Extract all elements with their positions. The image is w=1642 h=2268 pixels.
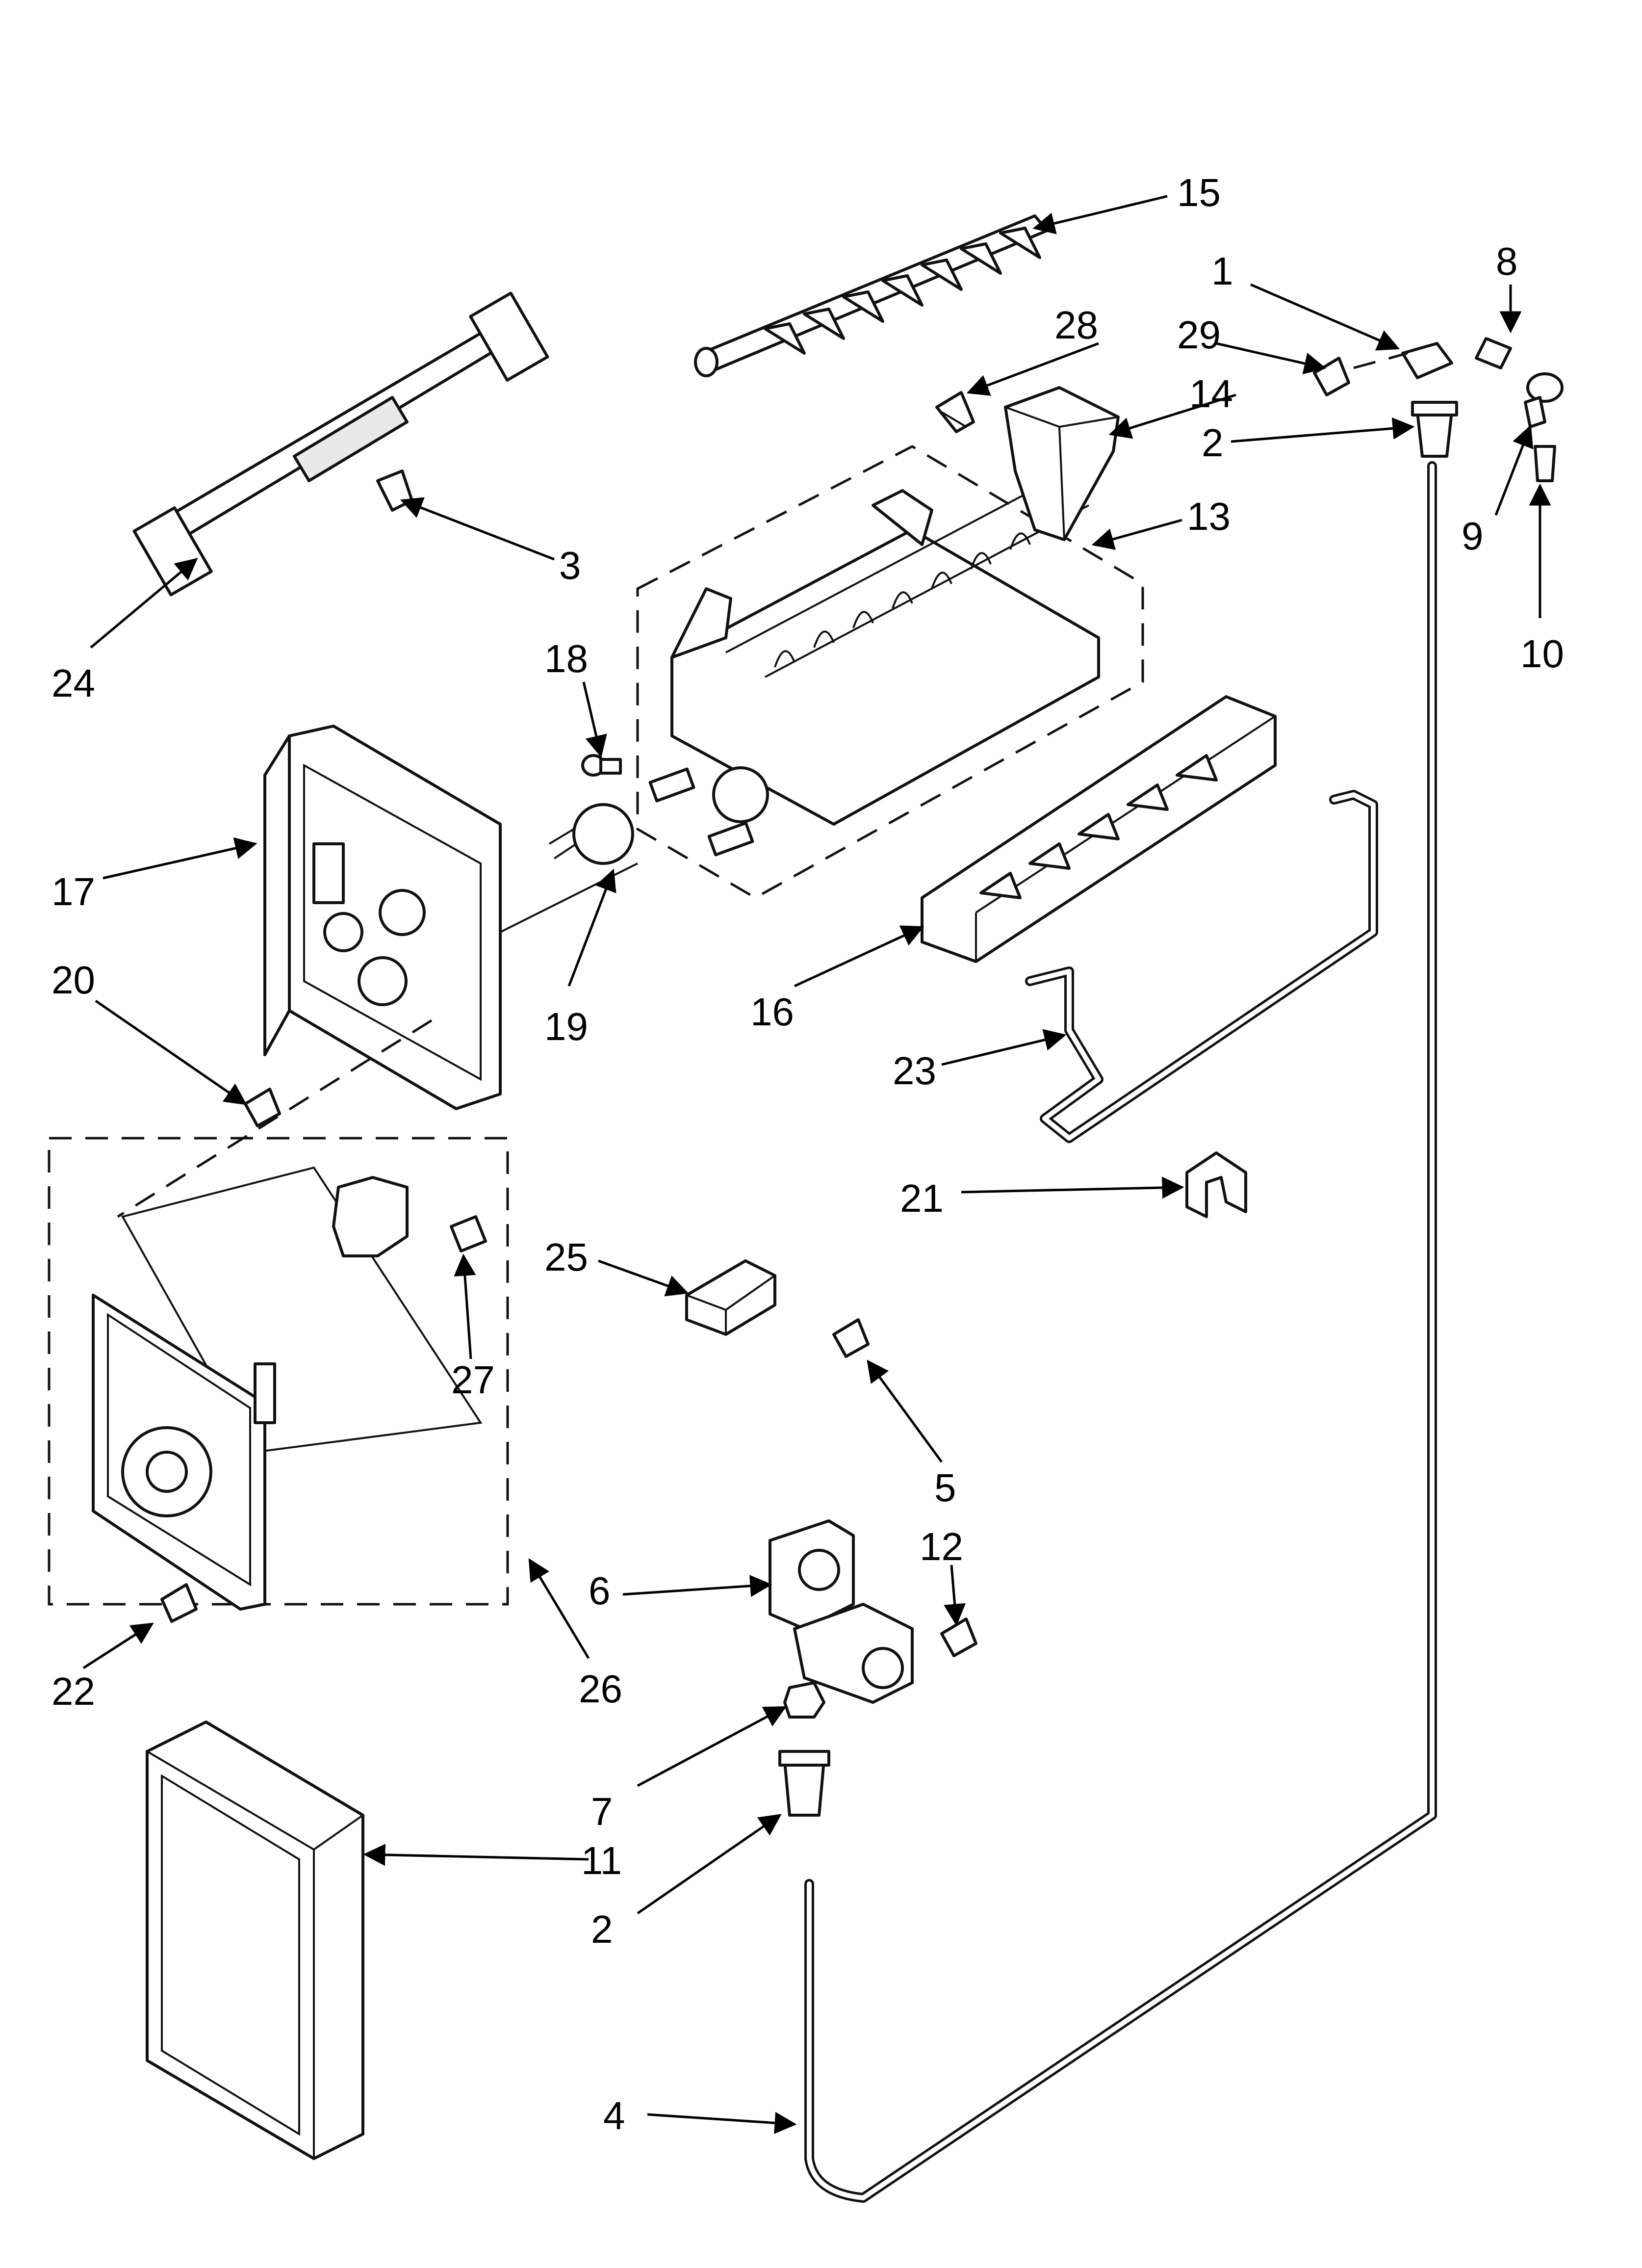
leader-lines	[82, 195, 1551, 2134]
screw-29-part	[1313, 357, 1350, 396]
clip-21-part	[1185, 1151, 1247, 1218]
callout-5: 5	[934, 1466, 956, 1510]
callout-18: 18	[544, 637, 588, 680]
callout-16: 16	[750, 990, 794, 1034]
callout-20: 20	[51, 958, 95, 1002]
screw-10-part	[1534, 445, 1556, 482]
callout-27: 27	[451, 1358, 495, 1402]
callout-12: 12	[920, 1525, 963, 1568]
motor-part	[548, 803, 634, 865]
callout-21: 21	[900, 1176, 944, 1220]
cover-part	[146, 1721, 364, 2160]
dashed-link-29	[1353, 352, 1408, 369]
callout-14: 14	[1189, 372, 1233, 416]
callout-25: 25	[544, 1235, 588, 1279]
assembly-line	[500, 862, 638, 933]
screw-12-part	[940, 1617, 977, 1657]
callout-15: 15	[1177, 171, 1221, 214]
callout-1: 1	[1211, 249, 1233, 293]
screw-27-part	[450, 1215, 487, 1252]
bracket-part	[685, 1259, 776, 1336]
harness-clip-part	[376, 469, 413, 512]
callout-24: 24	[51, 661, 95, 705]
callout-7: 7	[591, 1790, 613, 1833]
water-valve-part	[769, 1519, 914, 1704]
callout-8: 8	[1496, 239, 1518, 283]
callout-10: 10	[1520, 632, 1564, 676]
ferrule-upper-part	[1411, 401, 1458, 458]
fill-cup-part	[1004, 386, 1120, 541]
dashed-link	[117, 1019, 433, 1218]
callout-2-upper: 2	[1202, 421, 1224, 465]
control-module-kit-part	[48, 1137, 509, 1611]
callout-28: 28	[1054, 303, 1098, 347]
callout-6: 6	[589, 1569, 611, 1613]
clamp-1-part	[1401, 342, 1453, 379]
wire-harness-part	[132, 291, 549, 597]
nut-part	[783, 1681, 825, 1719]
callout-2-lower: 2	[591, 1907, 613, 1951]
callout-13: 13	[1187, 495, 1231, 538]
callout-labels: 15 1 8 28 29 14 2 9 10 3 13 24 18 17 19 …	[51, 171, 1564, 2138]
callout-23: 23	[893, 1049, 936, 1093]
bushing-part	[581, 754, 622, 777]
callout-3: 3	[559, 544, 581, 587]
callout-22: 22	[51, 1669, 95, 1713]
callout-17: 17	[51, 870, 95, 913]
ferrule-lower-part	[778, 1750, 830, 1817]
feeler-arm-part	[1025, 790, 1378, 1143]
module-housing-part	[263, 725, 502, 1110]
callout-29: 29	[1177, 313, 1221, 357]
callout-9: 9	[1462, 514, 1484, 558]
callout-26: 26	[579, 1667, 622, 1711]
screw-20-part	[244, 1088, 281, 1127]
screw-5-part	[832, 1318, 870, 1358]
ejector-shaft-part	[694, 214, 1049, 377]
callout-4: 4	[603, 2094, 625, 2138]
ice-mold-part	[636, 445, 1144, 899]
screw-28-part	[935, 391, 975, 433]
callout-11: 11	[581, 1839, 622, 1882]
screw-22-part	[160, 1583, 198, 1623]
clamp-9-part	[1524, 372, 1564, 428]
water-tube-part	[804, 461, 1437, 2203]
callout-19: 19	[544, 1005, 588, 1048]
plug-part	[1475, 337, 1512, 369]
